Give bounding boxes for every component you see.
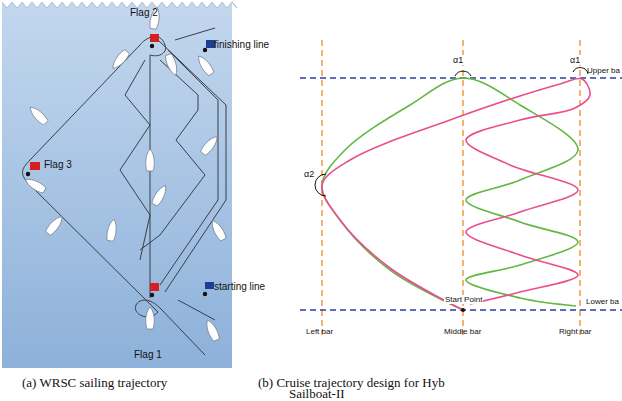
green-trajectory <box>322 78 578 310</box>
sailboat <box>200 134 221 156</box>
bar-label: Lower ba <box>585 298 620 306</box>
angle-label: α1 <box>569 56 581 65</box>
bar-label: Middle bar <box>444 328 481 336</box>
bar-label-text: Left bar <box>306 327 333 336</box>
sailboats <box>23 6 227 341</box>
sailboat <box>146 307 154 329</box>
bar-label-text: Upper ba <box>587 66 620 75</box>
bar-label-text: Lower ba <box>585 297 620 306</box>
angle-label-text: α1 <box>452 55 464 65</box>
bars <box>300 40 622 335</box>
sub-caption: (a) WRSC sailing trajectory <box>22 376 167 389</box>
flag-label-text: Flag 1 <box>134 349 162 360</box>
angle-label: α1 <box>452 56 464 65</box>
angle-label-text: α1 <box>569 55 581 65</box>
bar-label: Left bar <box>306 328 333 336</box>
flag-label: Flag 2 <box>130 8 158 18</box>
line-label: starting line <box>214 282 265 292</box>
sailboat <box>164 53 180 77</box>
angle-label-text: α2 <box>303 169 315 179</box>
angle-label: α2 <box>303 170 315 179</box>
water-panel <box>2 2 232 368</box>
sailboat <box>110 49 131 71</box>
course-flags <box>26 34 215 297</box>
flag-label-text: Flag 2 <box>130 7 158 18</box>
wave-edge <box>2 0 237 8</box>
flag-label-text: Flag 3 <box>44 159 72 170</box>
point-label-text: Start Point <box>444 295 483 304</box>
sailboat <box>151 183 169 206</box>
point-label: Start Point <box>444 296 483 304</box>
sailboat <box>146 149 154 171</box>
sub-caption-text: (b) Cruise trajectory design for Hyb <box>258 375 445 390</box>
sub-caption: Sailboat-II <box>289 387 345 400</box>
bar-label: Upper ba <box>587 67 620 75</box>
bar-label: Right bar <box>559 328 591 336</box>
sailboat <box>203 318 220 342</box>
sub-caption-text: Sailboat-II <box>289 386 345 401</box>
sub-caption: (b) Cruise trajectory design for Hyb <box>258 376 445 389</box>
sailboat <box>27 104 49 126</box>
sub-caption-text: (a) WRSC sailing trajectory <box>22 375 167 390</box>
angle-arcs <box>315 68 588 196</box>
sailboat <box>45 214 66 236</box>
sailboat <box>195 54 215 77</box>
line-label-text: finishing line <box>214 39 269 50</box>
line-label: finishing line <box>214 40 269 50</box>
pink-trajectory <box>322 78 590 310</box>
start-dot <box>461 308 465 312</box>
bar-label-text: Right bar <box>559 327 591 336</box>
course-lines <box>23 28 227 355</box>
cruise-curves <box>322 78 590 312</box>
sailboat <box>209 218 227 241</box>
flag-label: Flag 3 <box>44 160 72 170</box>
sailboat <box>23 176 46 194</box>
bar-label-text: Middle bar <box>444 327 481 336</box>
sailboat <box>106 218 118 241</box>
line-label-text: starting line <box>214 281 265 292</box>
flag-label: Flag 1 <box>134 350 162 360</box>
